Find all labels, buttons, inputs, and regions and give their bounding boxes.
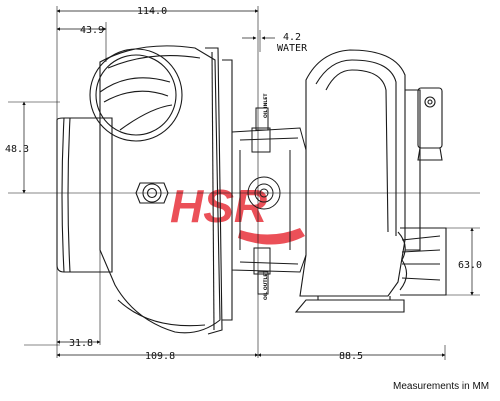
watermark-swoosh	[238, 228, 305, 245]
oil-outlet-label: OIL OUTLET	[263, 270, 269, 300]
dim-compressor-side-width: 109.8	[145, 351, 175, 362]
dim-compressor-inlet-height: 48.3	[5, 144, 29, 155]
dimension-lines	[22, 9, 474, 357]
dim-compressor-inlet-offset: 43.9	[80, 25, 104, 36]
measurements-unit-note: Measurements in MM	[393, 381, 489, 392]
dim-turbine-outlet-height: 63.0	[458, 260, 482, 271]
oil-inlet-label: OIL INLET	[263, 93, 269, 118]
dim-turbine-side-width: 88.5	[339, 351, 363, 362]
dim-water-label: WATER	[277, 43, 308, 54]
compressor-housing	[56, 45, 233, 335]
watermark-logo: HSR	[170, 180, 305, 245]
dim-water-port-offset: 4.2	[283, 32, 301, 43]
dim-overall-width: 114.0	[137, 6, 167, 17]
turbine-housing	[294, 49, 447, 313]
dim-compressor-outlet-offset: 31.8	[69, 338, 93, 349]
